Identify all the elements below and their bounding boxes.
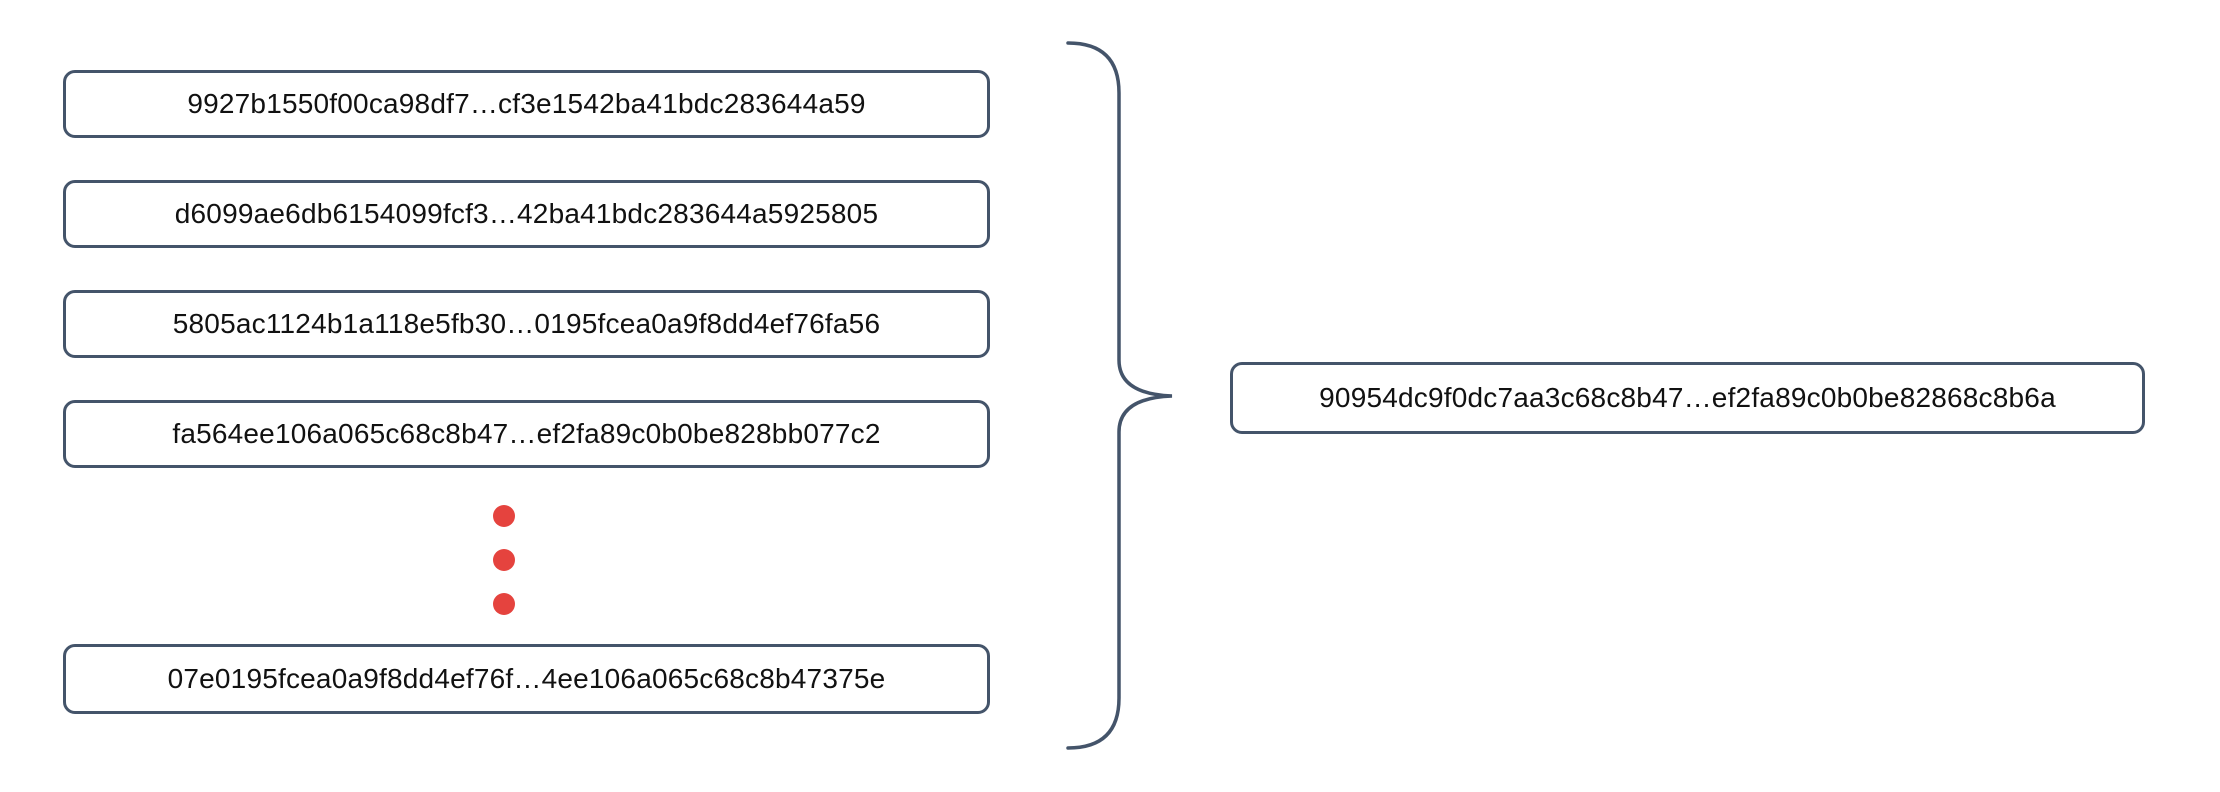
- combined-hash-box: 90954dc9f0dc7aa3c68c8b47…ef2fa89c0b0be82…: [1230, 362, 2145, 434]
- ellipsis-dot: [493, 505, 515, 527]
- hash-text: 9927b1550f00ca98df7…cf3e1542ba41bdc28364…: [187, 88, 866, 119]
- curly-brace-icon: [1066, 41, 1173, 750]
- vertical-ellipsis-icon: [493, 505, 515, 615]
- hash-box-5: 07e0195fcea0a9f8dd4ef76f…4ee106a065c68c8…: [63, 644, 990, 714]
- hash-box-1: 9927b1550f00ca98df7…cf3e1542ba41bdc28364…: [63, 70, 990, 138]
- ellipsis-dot: [493, 593, 515, 615]
- hash-text: fa564ee106a065c68c8b47…ef2fa89c0b0be828b…: [172, 418, 881, 449]
- hash-box-3: 5805ac1124b1a118e5fb30…0195fcea0a9f8dd4e…: [63, 290, 990, 358]
- hash-text: d6099ae6db6154099fcf3…42ba41bdc283644a59…: [174, 198, 879, 229]
- hash-text: 07e0195fcea0a9f8dd4ef76f…4ee106a065c68c8…: [167, 663, 886, 694]
- hash-box-2: d6099ae6db6154099fcf3…42ba41bdc283644a59…: [63, 180, 990, 248]
- ellipsis-dot: [493, 549, 515, 571]
- combined-hash-text: 90954dc9f0dc7aa3c68c8b47…ef2fa89c0b0be82…: [1319, 382, 2056, 413]
- hash-box-4: fa564ee106a065c68c8b47…ef2fa89c0b0be828b…: [63, 400, 990, 468]
- hash-text: 5805ac1124b1a118e5fb30…0195fcea0a9f8dd4e…: [172, 308, 881, 339]
